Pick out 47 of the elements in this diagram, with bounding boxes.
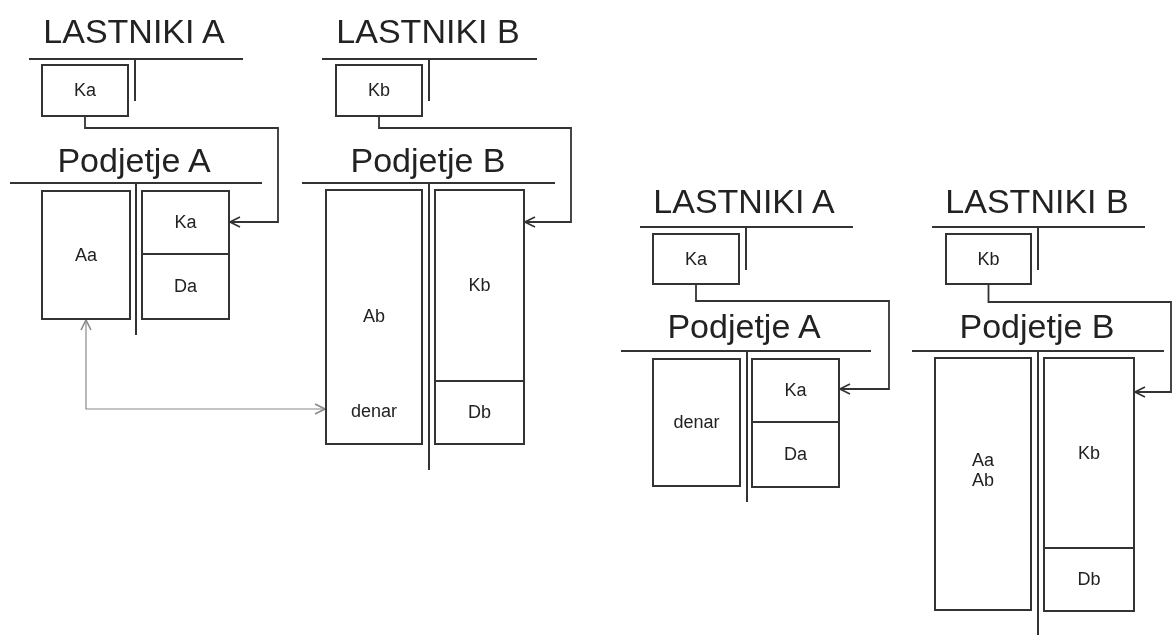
account-label: denar: [350, 400, 397, 423]
account-box: [751, 421, 840, 488]
account-label: Ka: [784, 379, 807, 402]
account-label: Db: [468, 401, 491, 424]
account-box: [751, 358, 840, 423]
account-box: [41, 64, 129, 117]
account-label: Kb: [468, 274, 491, 297]
account-title: Podjetje A: [57, 143, 211, 177]
account-box: [934, 357, 1032, 611]
account-label: Kb: [977, 247, 1000, 271]
account-box: [141, 253, 230, 320]
account-box: [434, 189, 525, 382]
account-label: Ka: [174, 211, 197, 234]
account-box: [1043, 547, 1135, 612]
account-box: [945, 233, 1032, 285]
account-title: Podjetje A: [667, 309, 821, 343]
account-label: Ab: [972, 470, 994, 491]
account-box: [434, 380, 525, 445]
account-box: [1043, 357, 1135, 549]
account-label: Aa: [972, 451, 994, 471]
account-title: LASTNIKI A: [653, 184, 835, 218]
account-label: Kb: [1078, 441, 1100, 465]
account-label: Ab: [363, 305, 385, 328]
account-label: Kb: [368, 79, 390, 102]
account-label: Da: [784, 443, 807, 466]
account-title: Podjetje B: [959, 309, 1115, 343]
account-label: denar: [673, 411, 720, 434]
connector-arrow: [84, 116, 279, 228]
connector-arrow: [695, 284, 890, 395]
account-label: Ka: [685, 247, 707, 271]
account-label: Da: [174, 275, 197, 298]
account-title: Podjetje B: [350, 143, 506, 177]
connector-arrow: [80, 319, 326, 415]
account-label: Ka: [74, 79, 96, 102]
account-box: [652, 233, 740, 285]
account-box: [41, 190, 131, 320]
account-box: [652, 358, 741, 487]
account-title: LASTNIKI B: [336, 14, 520, 48]
account-box: [335, 64, 423, 117]
account-label: Aa: [75, 243, 97, 267]
account-box: [325, 189, 423, 445]
account-title: LASTNIKI B: [945, 184, 1129, 218]
account-box: [141, 190, 230, 255]
account-label: Db: [1077, 568, 1101, 591]
account-title: LASTNIKI A: [43, 14, 225, 48]
connector-arrow: [378, 116, 572, 228]
connector-arrow: [987, 284, 1172, 398]
